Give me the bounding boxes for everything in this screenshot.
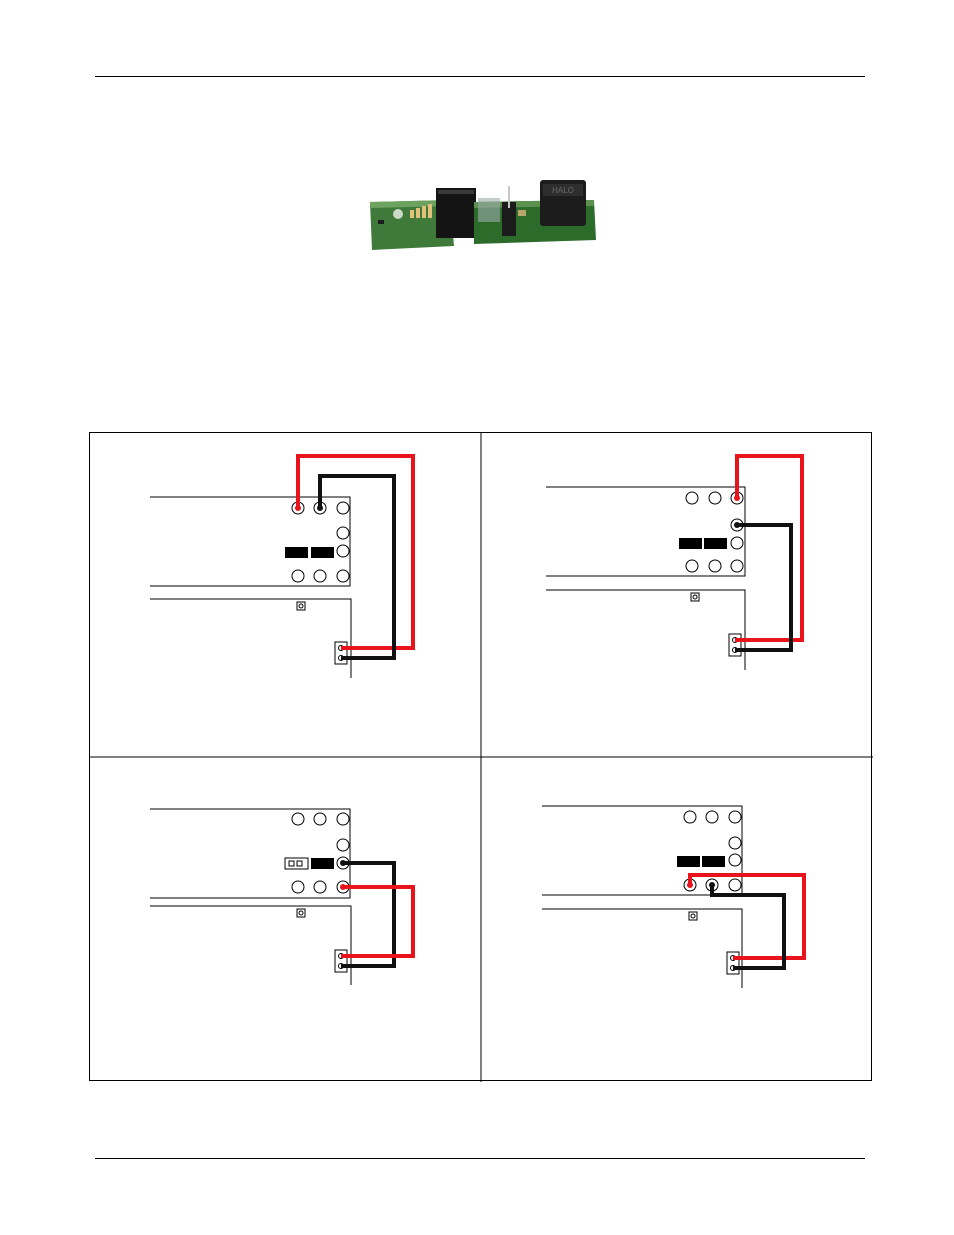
wiring-diagrams-svg	[90, 433, 873, 1082]
footer-rule	[95, 1158, 865, 1159]
wiring-diagram-2	[546, 456, 802, 670]
wiring-diagram-1	[150, 456, 413, 678]
wiring-diagram-3	[150, 809, 413, 985]
module-logo-text: HALO	[552, 186, 574, 195]
adapter-board-photo: HALO	[368, 180, 600, 252]
wiring-diagram-grid	[89, 432, 872, 1081]
wiring-diagram-4	[542, 806, 804, 988]
header-rule	[95, 76, 865, 77]
